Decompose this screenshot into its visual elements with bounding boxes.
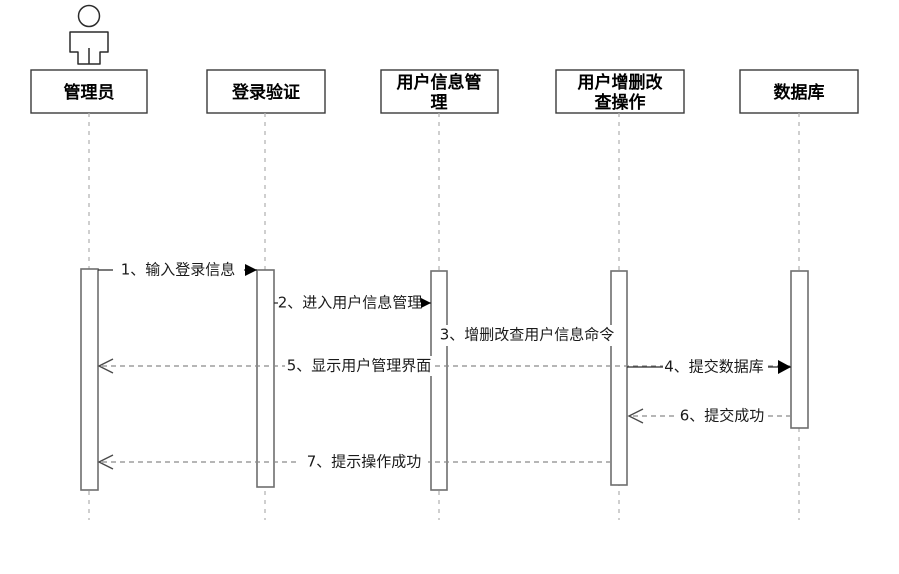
message-4-label: 4、提交数据库	[664, 358, 764, 376]
activation-bar-database[interactable]	[790, 270, 809, 429]
participant-login-auth[interactable]: 登录验证	[206, 69, 326, 520]
participant-label-user-crud-ops-line1: 用户增删改	[578, 72, 664, 93]
participant-admin[interactable]: 管理员	[30, 69, 148, 520]
message-7-arrowhead	[97, 454, 114, 470]
participant-box-login-auth[interactable]	[206, 69, 326, 114]
message-1[interactable]: 1、输入登录信息	[98, 260, 257, 280]
message-7-label: 7、提示操作成功	[307, 453, 422, 471]
activation-bar-admin[interactable]	[80, 268, 99, 491]
message-5-label: 5、显示用户管理界面	[287, 357, 432, 375]
message-1-arrowhead	[245, 264, 257, 276]
message-6-arrowhead	[627, 408, 644, 424]
message-3-label: 3、增删改查用户信息命令	[440, 326, 615, 344]
message-3[interactable]: 3、增删改查用户信息命令	[434, 325, 614, 346]
message-1-label: 1、输入登录信息	[121, 261, 236, 279]
message-7[interactable]: 7、提示操作成功	[97, 452, 611, 472]
message-4-arrowhead	[778, 360, 791, 374]
message-2-label: 2、进入用户信息管理	[278, 294, 423, 312]
message-5[interactable]: 5、显示用户管理界面	[97, 356, 791, 376]
activation-bar-login-auth[interactable]	[256, 269, 275, 488]
message-6-label: 6、提交成功	[680, 407, 765, 425]
participant-label-database: 数据库	[774, 82, 825, 103]
participant-label-user-crud-ops-line2: 查操作	[594, 92, 646, 113]
participant-label-admin: 管理员	[64, 82, 115, 103]
message-2[interactable]: 2、进入用户信息管理	[274, 293, 431, 313]
message-6[interactable]: 6、提交成功	[627, 406, 791, 426]
participant-user-crud-ops[interactable]: 用户增删改 查操作	[555, 69, 685, 520]
message-2-arrowhead	[419, 297, 431, 309]
participant-label-login-auth: 登录验证	[231, 82, 300, 103]
message-5-arrowhead	[97, 358, 114, 374]
participant-box-user-crud-ops[interactable]	[555, 69, 685, 114]
actor-person-icon	[69, 4, 109, 65]
participant-label-user-info-mgmt-line1: 用户信息管	[397, 72, 482, 93]
participant-database[interactable]: 数据库	[739, 69, 859, 520]
activation-bar-user-info-mgmt[interactable]	[430, 270, 448, 491]
activation-bar-user-crud-ops[interactable]	[610, 270, 628, 486]
participant-label-user-info-mgmt-line2: 理	[431, 93, 448, 113]
participant-box-user-info-mgmt[interactable]	[380, 69, 499, 114]
message-4[interactable]: 4、提交数据库	[627, 357, 791, 377]
